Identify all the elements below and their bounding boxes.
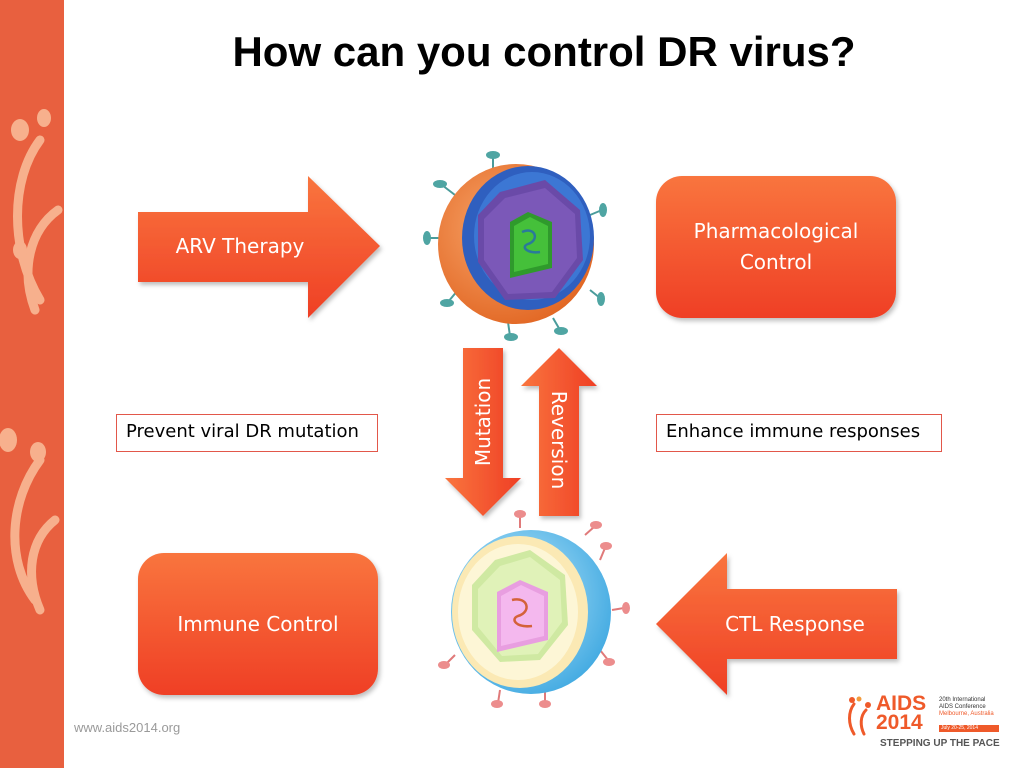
prevent-mutation-note: Prevent viral DR mutation — [116, 414, 378, 452]
reversion-arrow — [521, 348, 597, 516]
footprint-pattern-icon — [0, 109, 63, 615]
pharma-line-1: Pharmacological — [693, 219, 859, 243]
wild-type-virus-icon — [423, 151, 607, 341]
pharma-line-2: Control — [739, 250, 813, 274]
drug-resistant-virus-icon — [438, 510, 630, 708]
sidebar-decoration — [0, 0, 64, 768]
logo-aids: AIDS — [876, 692, 927, 715]
logo-wordmark: AIDS 2014 — [876, 692, 927, 734]
arv-therapy-label: ARV Therapy — [175, 234, 305, 258]
logo-conference-text: 20th International AIDS Conference Melbo… — [939, 697, 1001, 718]
mutation-label: Mutation — [471, 377, 495, 467]
ctl-response-label: CTL Response — [725, 612, 865, 636]
logo-conf-line3: Melbourne, Australia — [939, 711, 994, 717]
footer-url: www.aids2014.org — [74, 720, 181, 735]
enhance-immune-note: Enhance immune responses — [656, 414, 942, 452]
slide-title: How can you control DR virus? — [232, 28, 856, 75]
immune-control-box: Immune Control — [138, 553, 378, 695]
logo-dates: July 20-25, 2014 — [939, 725, 999, 732]
logo-tagline: STEPPING UP THE PACE — [880, 738, 1000, 749]
ctl-response-arrow — [656, 553, 897, 695]
logo-conf-line1: 20th International — [939, 697, 986, 703]
logo-conf-line2: AIDS Conference — [939, 704, 986, 710]
immune-control-label: Immune Control — [177, 611, 339, 636]
reversion-label: Reversion — [547, 390, 571, 490]
footprint-logo-icon — [848, 696, 871, 736]
aids2014-logo: AIDS 2014 20th International AIDS Confer… — [842, 692, 1000, 754]
logo-year: 2014 — [876, 711, 923, 734]
arv-therapy-arrow — [138, 176, 380, 318]
mutation-arrow — [445, 348, 521, 516]
